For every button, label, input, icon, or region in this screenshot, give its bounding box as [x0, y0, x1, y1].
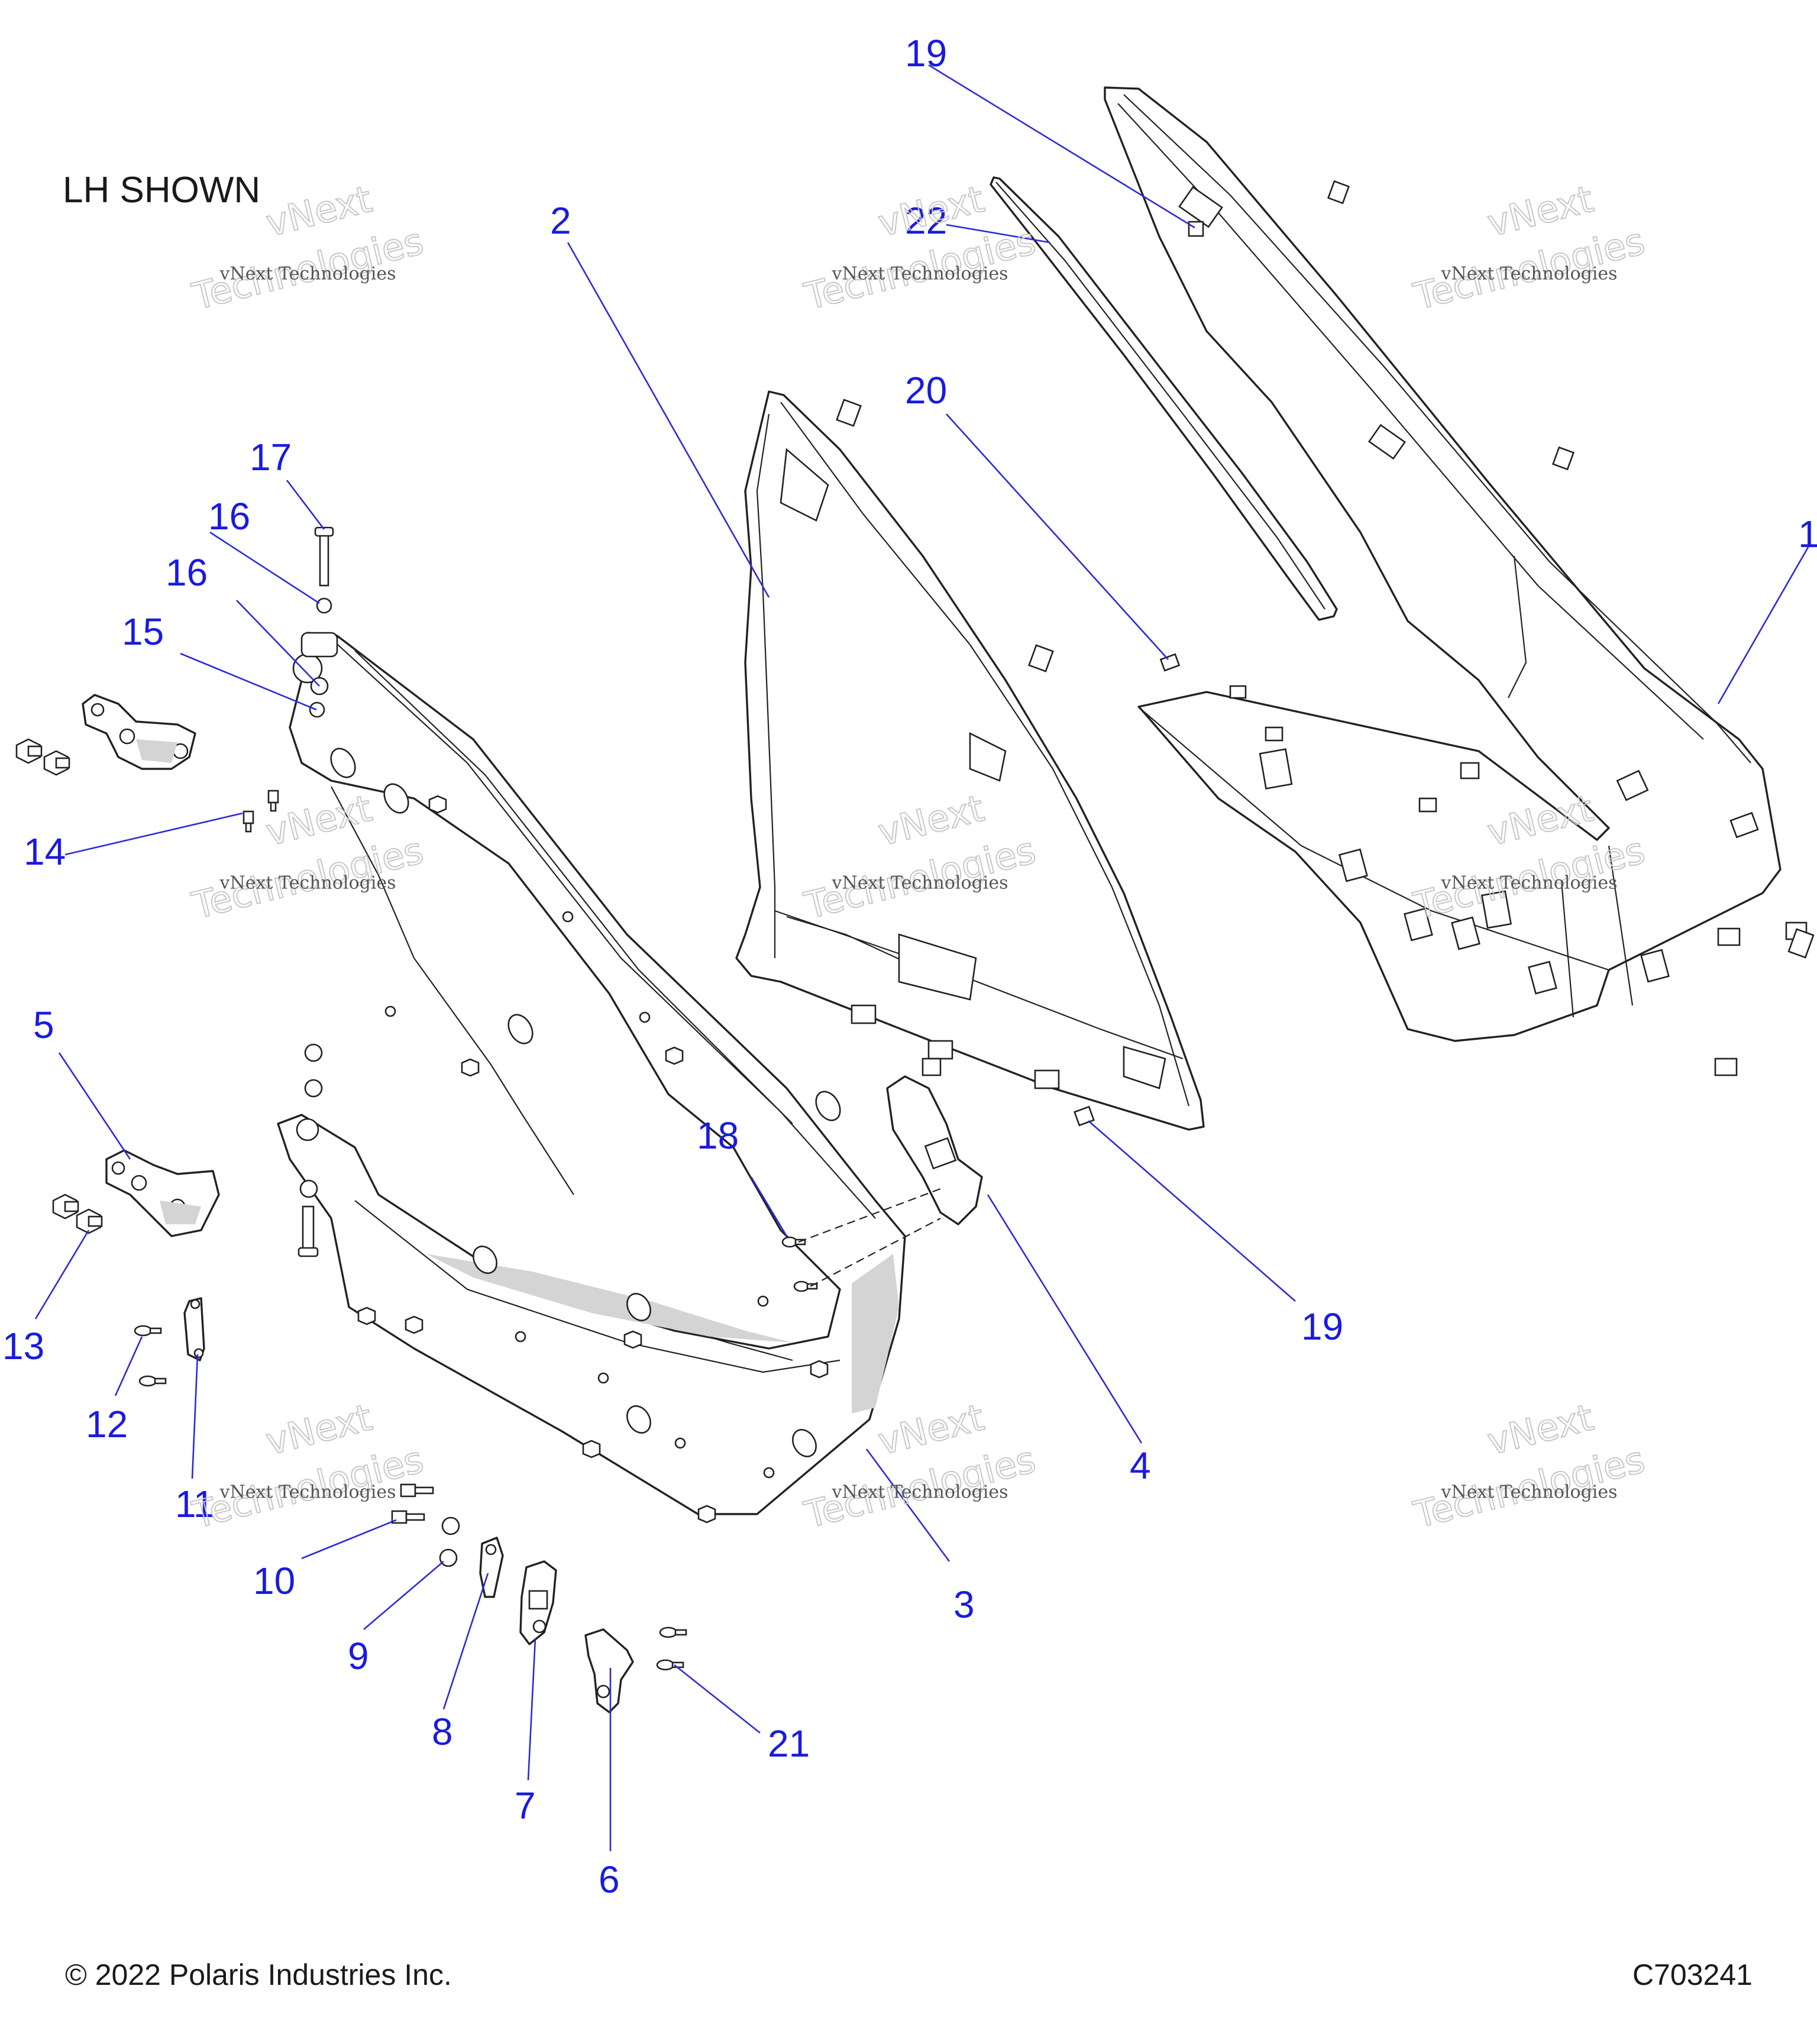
watermark-text: vNext Technologies	[832, 1482, 1008, 1502]
callout-16a: 16	[208, 495, 250, 538]
drawing-number: C703241	[1632, 1958, 1753, 1991]
part-1-outer-panel	[1104, 86, 1815, 1076]
callout-3: 3	[953, 1583, 975, 1626]
callout-18: 18	[697, 1114, 739, 1157]
watermark-text: vNext Technologies	[1441, 263, 1618, 284]
callout-21: 21	[768, 1722, 810, 1765]
callout-labels: 1 2 3 4 5 6 7 8 9 10 11 12 13 14 15 16 1…	[2, 32, 1817, 1901]
callout-8: 8	[432, 1710, 453, 1753]
callout-22: 22	[905, 199, 947, 242]
callout-19b: 19	[1301, 1305, 1343, 1348]
callout-17: 17	[250, 436, 292, 478]
callout-13: 13	[2, 1325, 44, 1367]
callout-4: 4	[1130, 1444, 1151, 1487]
part-22-seal-strip	[990, 176, 1338, 621]
callout-2: 2	[550, 199, 571, 242]
watermark-text: vNext Technologies	[832, 263, 1008, 284]
callout-7: 7	[515, 1784, 536, 1827]
watermark-text: vNext Technologies	[832, 872, 1008, 893]
callout-9: 9	[348, 1635, 369, 1677]
callout-15: 15	[122, 610, 164, 653]
callout-10: 10	[253, 1560, 295, 1602]
callout-19a: 19	[905, 32, 947, 75]
watermark-text: vNext Technologies	[1441, 872, 1618, 893]
fastener-hardware	[15, 221, 1204, 1713]
callout-6: 6	[599, 1858, 620, 1901]
watermark-text: vNext Technologies	[219, 1482, 396, 1502]
callout-16b: 16	[166, 551, 208, 594]
watermark-text: vNext Technologies	[1441, 1482, 1618, 1502]
callout-12: 12	[86, 1403, 128, 1445]
callout-20: 20	[905, 369, 947, 412]
part-2-inner-panel	[735, 390, 1205, 1131]
view-note: LH SHOWN	[63, 170, 261, 211]
callout-14: 14	[24, 830, 66, 873]
leader-lines	[34, 64, 1811, 1851]
callout-5: 5	[33, 1004, 54, 1046]
callout-11: 11	[175, 1483, 214, 1525]
callout-1: 1	[1798, 513, 1817, 555]
copyright-text: © 2022 Polaris Industries Inc.	[65, 1958, 452, 1991]
watermark-text: vNext Technologies	[219, 872, 396, 893]
watermark-text: vNext Technologies	[219, 263, 396, 284]
